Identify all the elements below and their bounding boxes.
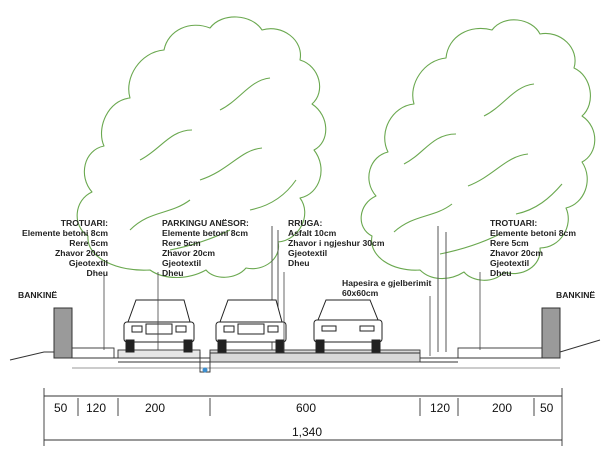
label-line: Gjeotextil: [68, 258, 108, 268]
label-rruga: RRUGA: Asfalt 10cm Zhavor i ngjeshur 30c…: [288, 218, 384, 268]
label-line: Rere 5cm: [162, 238, 201, 248]
label-trotuari-right: TROTUARI: Elemente betoni 8cm Rere 5cm Z…: [490, 218, 576, 278]
label-line: Dheu: [86, 268, 108, 278]
label-line: Zhavor 20cm: [490, 248, 544, 258]
car-middle: [215, 299, 287, 353]
label-bankine-right: BANKINË: [556, 290, 596, 300]
label-parkingu: PARKINGU ANËSOR: Elemente betoni 8cm Rer…: [162, 218, 249, 278]
label-line: Gjeotextil: [288, 248, 328, 258]
dimension-segment: 120: [86, 401, 107, 415]
label-line: Zhavor 20cm: [54, 248, 108, 258]
dimension-segment: 600: [296, 401, 317, 415]
wall-right: [541, 307, 561, 359]
label-line: Gjeotextil: [490, 258, 530, 268]
label-line: Rere 5cm: [69, 238, 108, 248]
label-line: Rere 5cm: [490, 238, 529, 248]
label-line: Gjeotextil: [162, 258, 202, 268]
label-line: Elemente betoni 8cm: [490, 228, 576, 238]
label-title: TROTUARI:: [490, 218, 538, 228]
wall-left: [53, 307, 73, 359]
label-line: Elemente betoni 8cm: [22, 228, 108, 238]
car-right: [313, 299, 383, 353]
label-hapesira: Hapesira e gjelberimit 60x60cm: [342, 278, 431, 298]
label-bankine-left: BANKINË: [18, 290, 58, 300]
car-left: [123, 299, 195, 353]
tree-right: [360, 19, 596, 281]
dimension-segment: 200: [145, 401, 166, 415]
leader-lines: [103, 272, 481, 356]
tree-left: [76, 16, 327, 279]
label-line: Dheu: [490, 268, 512, 278]
label-line: Asfalt 10cm: [288, 228, 337, 238]
label-title: PARKINGU ANËSOR:: [162, 218, 249, 228]
label-line: Hapesira e gjelberimit: [342, 278, 432, 288]
dimension-total: 1,340: [292, 425, 323, 439]
label-line: Dheu: [288, 258, 310, 268]
label-line: Zhavor 20cm: [162, 248, 216, 258]
dimension-segment: 200: [492, 401, 513, 415]
label-line: Dheu: [162, 268, 184, 278]
dimension-lines: [43, 388, 563, 446]
label-line: Zhavor i ngjeshur 30cm: [288, 238, 385, 248]
label-line: Elemente betoni 8cm: [162, 228, 248, 238]
label-line: 60x60cm: [342, 288, 379, 298]
label-title: TROTUARI:: [60, 218, 108, 228]
dimension-segment: 120: [430, 401, 451, 415]
tree-trunks: [271, 226, 447, 352]
dimension-segment: 50: [540, 401, 554, 415]
drain: [199, 352, 211, 373]
label-trotuari-left: TROTUARI: Elemente betoni 8cm Rere 5cm Z…: [6, 218, 108, 278]
label-title: RRUGA:: [288, 218, 323, 228]
dimension-segment: 50: [54, 401, 68, 415]
